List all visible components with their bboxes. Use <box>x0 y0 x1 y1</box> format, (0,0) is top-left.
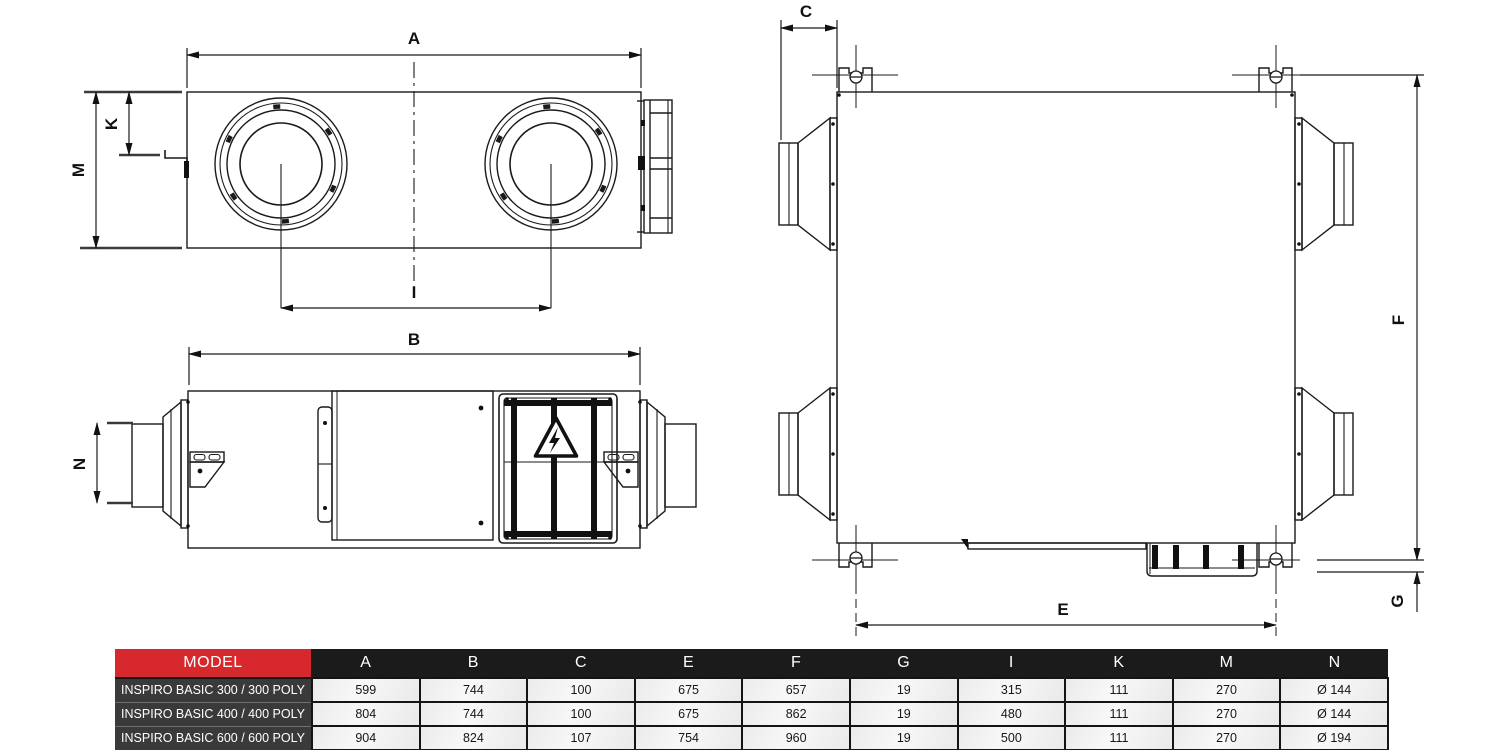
value-cell: 657 <box>741 677 851 703</box>
value-cell: 675 <box>633 701 744 727</box>
right-mounting-bracket <box>602 451 639 488</box>
side-upper-right-duct <box>1294 116 1354 252</box>
side-view <box>778 45 1354 640</box>
value-cell: 19 <box>848 701 959 727</box>
model-name: INSPIRO BASIC 300 / 300 POLY <box>115 677 312 702</box>
technical-drawing: A M K I <box>69 2 1424 640</box>
dim-label-i: I <box>412 283 417 302</box>
value-cell: Ø 144 <box>1279 677 1389 703</box>
column-header-m: M <box>1171 649 1281 678</box>
bottom-connector-box <box>961 539 1258 577</box>
electrical-hazard-icon <box>533 416 579 458</box>
value-cell: 100 <box>526 701 636 727</box>
value-cell: 111 <box>1064 677 1174 703</box>
value-cell: 960 <box>741 725 851 750</box>
side-top-left-bracket <box>812 45 898 108</box>
column-header-b: B <box>418 649 528 678</box>
column-header-a: A <box>311 649 420 678</box>
column-header-n: N <box>1279 649 1388 678</box>
value-cell: 480 <box>956 701 1067 727</box>
dim-label-g: G <box>1388 594 1407 607</box>
dim-label-f: F <box>1389 315 1408 325</box>
value-cell: 824 <box>418 725 529 750</box>
side-upper-left-duct <box>778 116 838 252</box>
front-left-spigot <box>214 97 348 308</box>
value-cell: 270 <box>1171 725 1282 750</box>
column-header-g: G <box>848 649 958 678</box>
column-header-f: F <box>741 649 850 678</box>
value-cell: 100 <box>526 677 636 703</box>
column-header-k: K <box>1064 649 1173 678</box>
value-cell: Ø 144 <box>1279 701 1389 727</box>
column-header-c: C <box>526 649 635 678</box>
value-cell: 754 <box>633 725 744 750</box>
value-cell: 315 <box>956 677 1067 703</box>
value-cell: Ø 194 <box>1279 725 1389 750</box>
dim-label-a: A <box>408 29 420 48</box>
side-top-right-bracket <box>1232 45 1318 108</box>
dim-label-n: N <box>70 458 89 470</box>
model-name: INSPIRO BASIC 400 / 400 POLY <box>115 701 312 726</box>
dim-label-c: C <box>800 2 812 21</box>
top-view <box>131 390 697 549</box>
value-cell: 675 <box>633 677 744 703</box>
value-cell: 744 <box>418 701 529 727</box>
side-lower-right-duct <box>1294 386 1354 522</box>
value-cell: 804 <box>311 701 421 727</box>
table-row: INSPIRO BASIC 600 / 600 POLY 904 824 107… <box>115 725 1389 750</box>
front-junction-box <box>637 99 673 234</box>
value-cell: 904 <box>311 725 421 750</box>
electrical-grille <box>498 393 618 544</box>
value-cell: 107 <box>526 725 636 750</box>
value-cell: 744 <box>418 677 529 703</box>
access-panel <box>317 390 494 541</box>
side-lower-left-duct <box>778 386 838 522</box>
dim-label-m: M <box>69 163 88 177</box>
dim-label-k: K <box>102 117 121 130</box>
value-cell: 19 <box>848 677 959 703</box>
front-right-spigot <box>484 97 618 308</box>
dimensions-table: MODEL A B C E F G I K M N INSPIRO BASIC … <box>115 649 1389 750</box>
value-cell: 500 <box>956 725 1067 750</box>
top-view-right-duct <box>638 399 697 529</box>
value-cell: 270 <box>1171 677 1282 703</box>
column-header-e: E <box>633 649 743 678</box>
left-mounting-bracket <box>189 451 226 488</box>
table-row: INSPIRO BASIC 300 / 300 POLY 599 744 100… <box>115 677 1389 703</box>
value-cell: 862 <box>741 701 851 727</box>
top-view-dimensions <box>93 347 641 505</box>
table-row: INSPIRO BASIC 400 / 400 POLY 804 744 100… <box>115 701 1389 727</box>
value-cell: 19 <box>848 725 959 750</box>
model-name: INSPIRO BASIC 600 / 600 POLY <box>115 725 312 750</box>
top-view-left-duct <box>131 399 190 529</box>
table-header-row: MODEL A B C E F G I K M N <box>115 649 1388 678</box>
dim-label-b: B <box>408 330 420 349</box>
model-header: MODEL <box>115 649 312 678</box>
side-view-dimensions <box>780 20 1424 629</box>
side-bottom-left-bracket <box>812 525 898 640</box>
value-cell: 270 <box>1171 701 1282 727</box>
value-cell: 111 <box>1064 725 1174 750</box>
column-header-i: I <box>956 649 1066 678</box>
value-cell: 599 <box>311 677 421 703</box>
front-view <box>164 62 673 308</box>
value-cell: 111 <box>1064 701 1174 727</box>
front-view-dimensions <box>80 48 642 312</box>
dim-label-e: E <box>1057 600 1068 619</box>
